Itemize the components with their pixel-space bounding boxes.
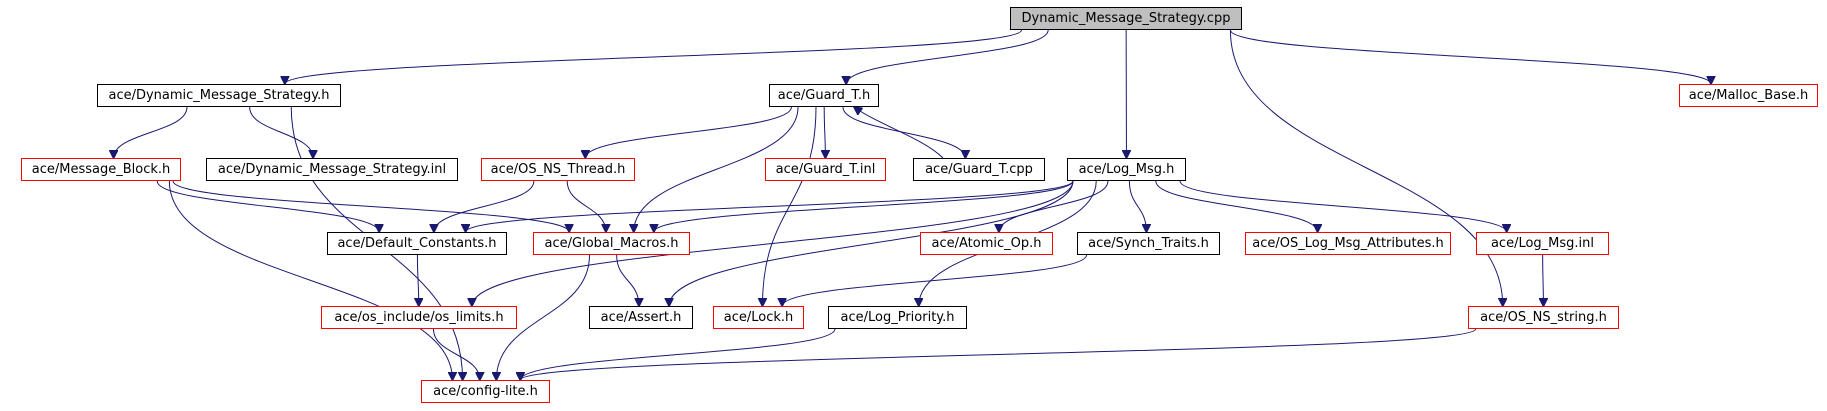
graph-node-malloc-base[interactable]: ace/Malloc_Base.h	[1679, 84, 1818, 107]
edge-guard-cpp-to-guard-h	[854, 107, 944, 159]
edge-log-msg-to-assert-h	[669, 180, 1074, 306]
graph-node-dms-h[interactable]: ace/Dynamic_Message_Strategy.h	[97, 84, 341, 107]
graph-node-os-log-msg-attr[interactable]: ace/OS_Log_Msg_Attributes.h	[1245, 232, 1451, 255]
edge-default-constants-to-os-limits	[417, 254, 418, 306]
edge-dms-cpp-to-guard-h	[846, 29, 1049, 84]
edge-log-msg-to-os-limits	[472, 180, 1074, 306]
graph-node-message-block[interactable]: ace/Message_Block.h	[21, 158, 181, 181]
edge-layer	[114, 29, 1711, 380]
edge-message-block-to-config-lite	[168, 180, 452, 380]
edge-dms-cpp-to-dms-h	[285, 29, 1023, 84]
graph-node-dms-inl[interactable]: ace/Dynamic_Message_Strategy.inl	[206, 158, 458, 181]
graph-node-log-priority[interactable]: ace/Log_Priority.h	[828, 306, 967, 329]
edge-global-macros-to-config-lite	[496, 254, 591, 380]
edge-log-msg-to-default-constants	[466, 180, 1074, 232]
edge-guard-h-to-os-ns-thread	[585, 106, 792, 158]
edge-guard-h-to-global-macros	[634, 106, 799, 232]
edge-dms-cpp-to-malloc-base	[1229, 29, 1711, 84]
graph-node-default-constants[interactable]: ace/Default_Constants.h	[327, 232, 507, 255]
graph-node-synch-traits[interactable]: ace/Synch_Traits.h	[1077, 232, 1220, 255]
graph-node-os-limits[interactable]: ace/os_include/os_limits.h	[321, 306, 517, 329]
edge-global-macros-to-assert-h	[616, 254, 639, 306]
graph-node-guard-inl[interactable]: ace/Guard_T.inl	[765, 158, 886, 181]
graph-node-global-macros[interactable]: ace/Global_Macros.h	[533, 232, 690, 255]
graph-node-os-ns-string[interactable]: ace/OS_NS_string.h	[1468, 306, 1619, 329]
edge-os-limits-to-config-lite	[432, 328, 479, 380]
graph-node-config-lite[interactable]: ace/config-lite.h	[421, 380, 550, 403]
edge-log-msg-to-atomic-op	[999, 180, 1109, 232]
edge-message-block-to-default-constants	[156, 180, 379, 232]
edge-dms-h-to-message-block	[114, 106, 188, 158]
edge-message-block-to-global-macros	[172, 180, 569, 232]
edge-log-msg-to-log-msg-inl	[1179, 180, 1507, 232]
edge-dms-h-to-dms-inl	[249, 106, 313, 158]
edge-os-ns-string-to-config-lite	[520, 328, 1477, 380]
graph-node-assert-h[interactable]: ace/Assert.h	[589, 306, 693, 329]
edge-dms-cpp-to-os-ns-string	[1229, 29, 1502, 306]
edge-guard-h-to-guard-inl	[824, 106, 825, 158]
edge-guard-h-to-lock-h	[762, 106, 817, 306]
graph-node-log-msg-inl[interactable]: ace/Log_Msg.inl	[1476, 232, 1609, 255]
graph-node-log-msg[interactable]: ace/Log_Msg.h	[1067, 158, 1186, 181]
graph-node-os-ns-thread[interactable]: ace/OS_NS_Thread.h	[481, 158, 635, 181]
edge-log-priority-to-config-lite	[520, 328, 836, 380]
edge-os-ns-thread-to-default-constants	[434, 180, 535, 232]
edge-synch-traits-to-lock-h	[782, 254, 1088, 306]
edge-log-msg-to-synch-traits	[1128, 180, 1146, 232]
edge-log-msg-to-os-log-msg-attr	[1155, 180, 1318, 232]
edge-guard-h-to-guard-cpp	[842, 106, 965, 158]
edge-os-ns-thread-to-global-macros	[566, 180, 606, 232]
graph-node-guard-cpp[interactable]: ace/Guard_T.cpp	[913, 158, 1045, 181]
graph-node-atomic-op[interactable]: ace/Atomic_Op.h	[920, 232, 1053, 255]
edge-log-msg-inl-to-os-ns-string	[1543, 254, 1544, 306]
graph-node-guard-h[interactable]: ace/Guard_T.h	[769, 84, 879, 107]
graph-node-lock-h[interactable]: ace/Lock.h	[713, 306, 804, 329]
edge-log-msg-to-global-macros	[654, 180, 1074, 232]
graph-node-dms-cpp[interactable]: Dynamic_Message_Strategy.cpp	[1010, 7, 1242, 30]
